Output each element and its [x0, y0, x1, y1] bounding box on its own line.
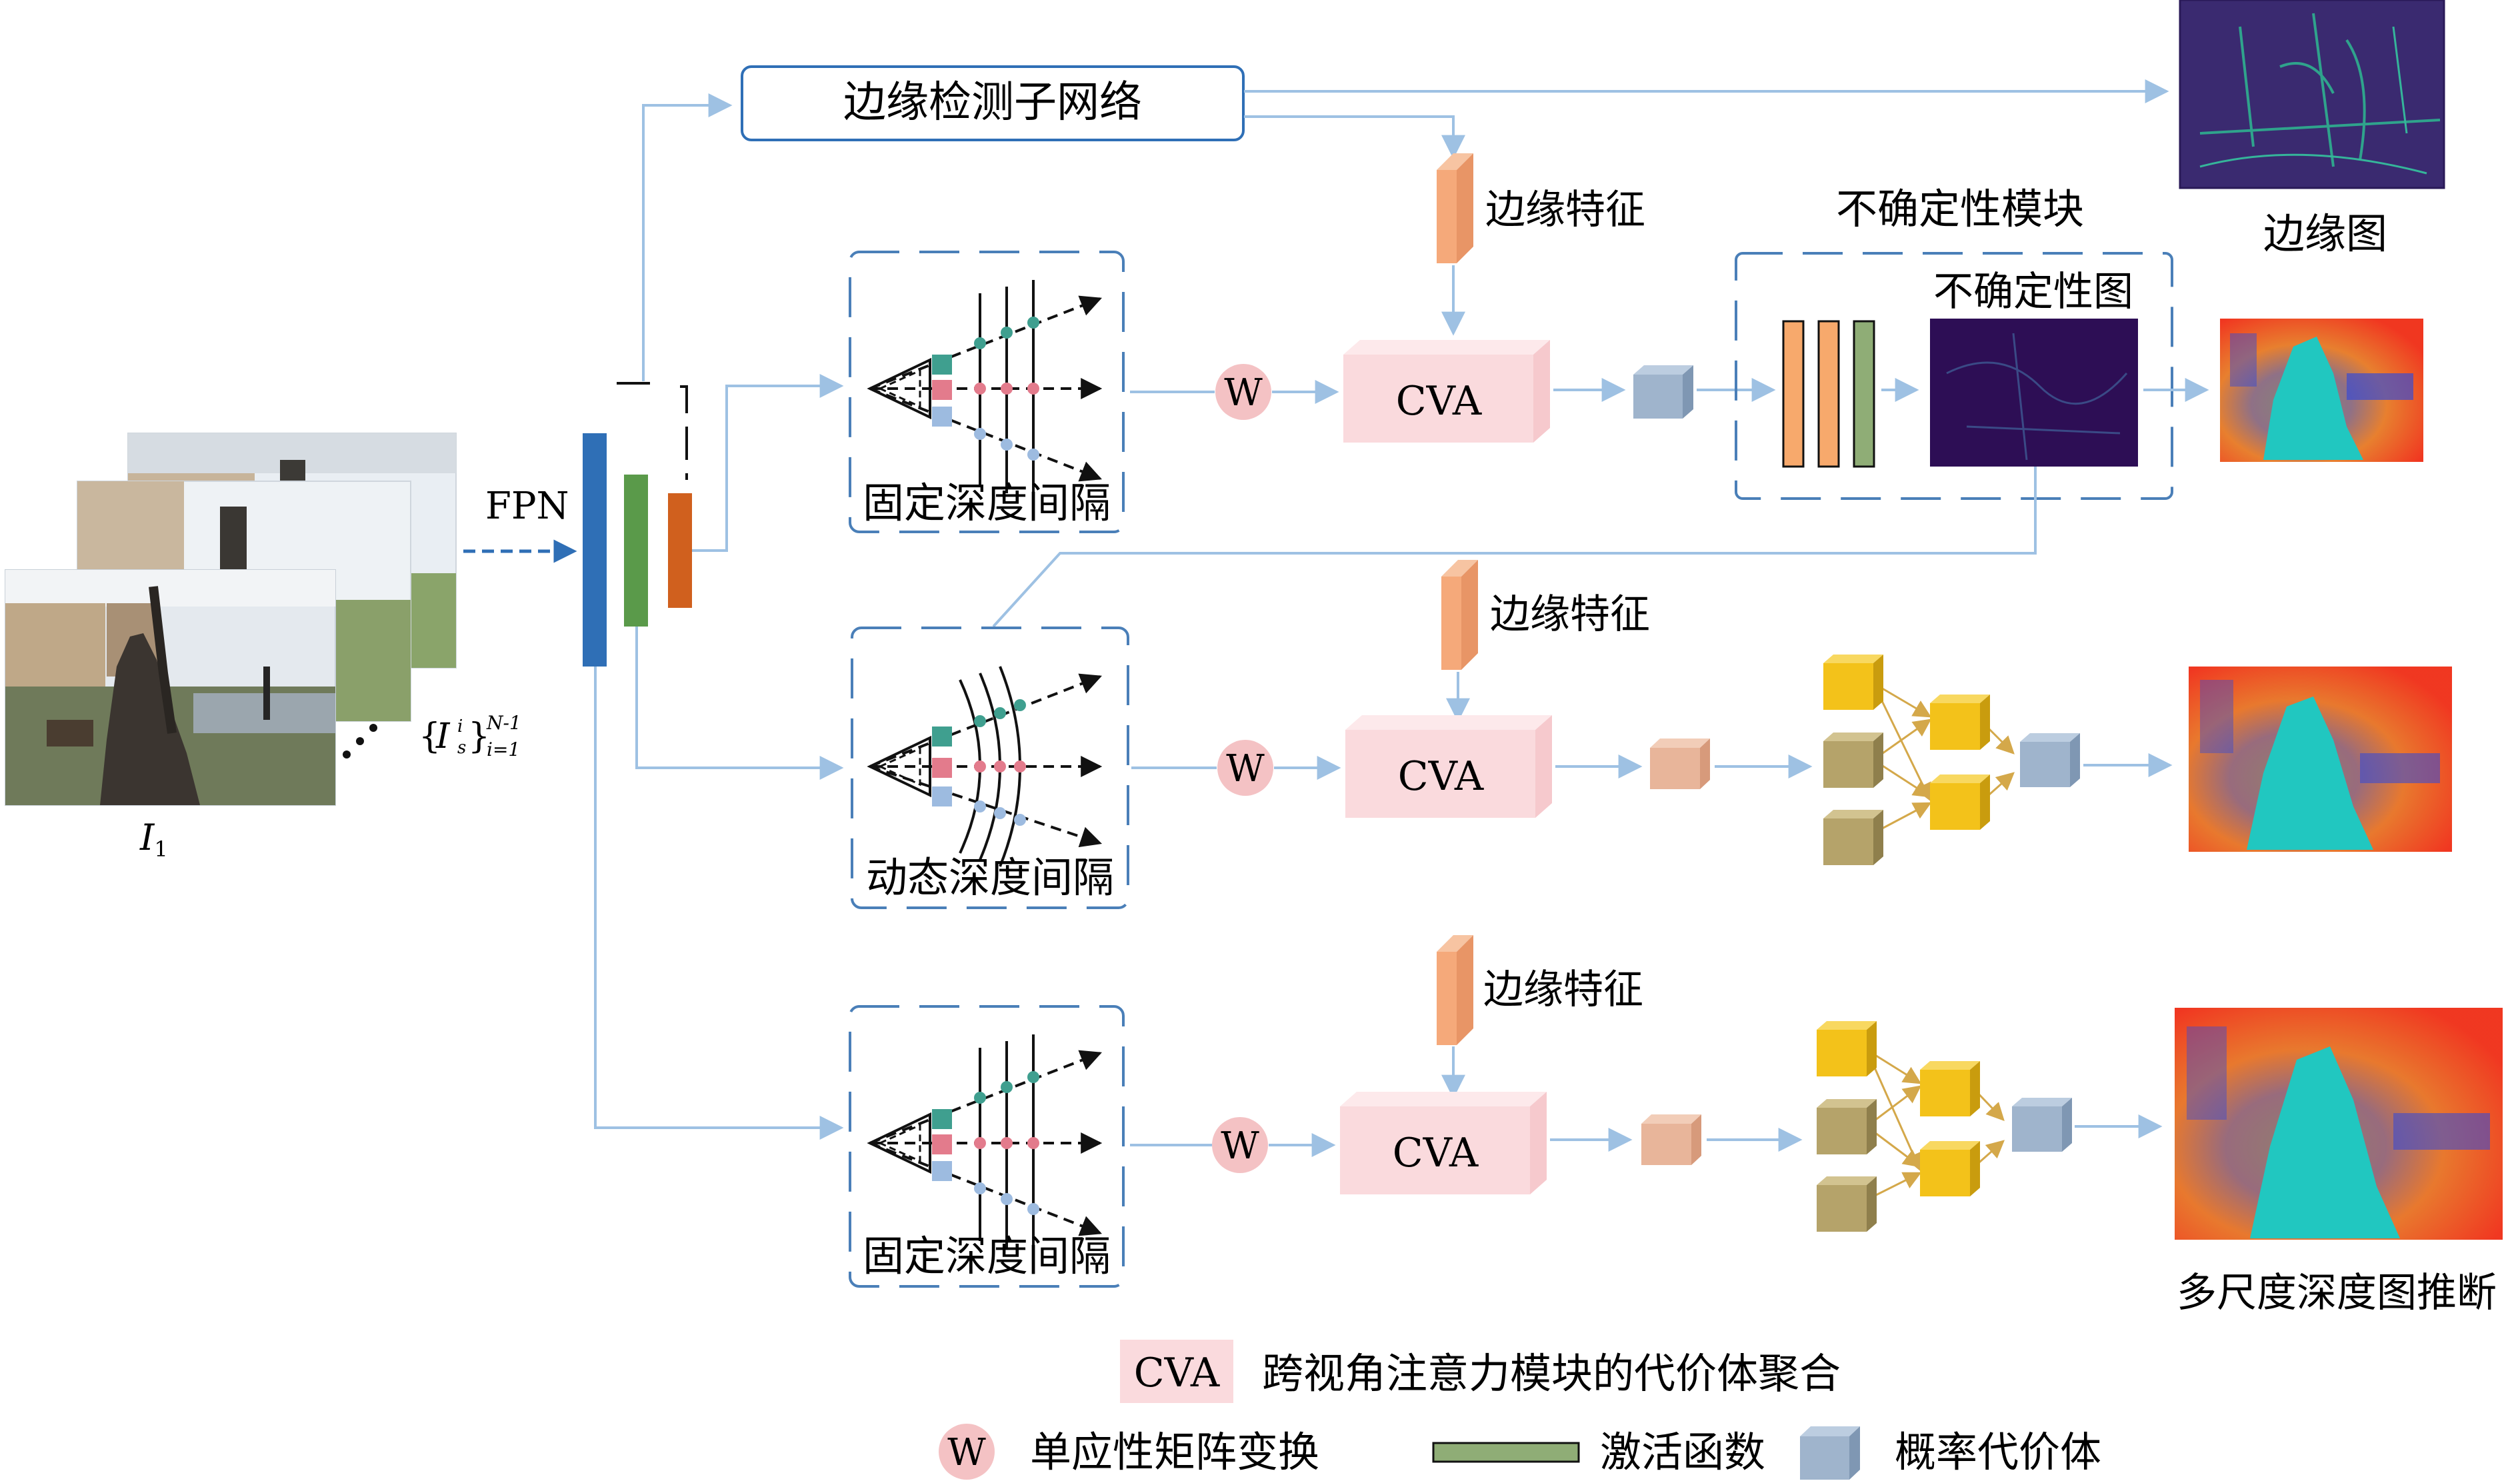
fpn-level-1 [583, 433, 607, 667]
legend-cva-desc: 跨视角注意力模块的代价体聚合 [1262, 1349, 1841, 1398]
cva-label-1: CVA [1396, 378, 1482, 425]
reference-image-label: I1 [139, 816, 168, 862]
cva-block-2 [1345, 715, 1552, 818]
edge-feature-3 [1437, 935, 1473, 1045]
fpn-level-3 [668, 493, 692, 608]
cva-block-1 [1343, 340, 1550, 443]
edge-feature-label-3: 边缘特征 [1483, 966, 1643, 1013]
edge-detection-subnet-label: 边缘检测子网络 [843, 78, 1142, 127]
warp-node-label-2: W [1226, 747, 1265, 790]
svg-text:N-1: N-1 [486, 712, 521, 734]
edge-detection-subnet-box [741, 65, 1245, 141]
input-image-stack: I1 { I i s } N-1 i=1 [5, 433, 521, 862]
warp-node-label-1: W [1224, 371, 1263, 415]
edge-map-label: 边缘图 [2263, 209, 2387, 258]
legend-w-swatch [939, 1424, 995, 1480]
svg-text:i: i [457, 717, 463, 737]
dynamic-depth-interval-box [851, 627, 1129, 909]
regularization-net-3 [1817, 1021, 2072, 1232]
activation-bar-2 [1817, 320, 1840, 468]
fpn-block [583, 382, 692, 667]
svg-text:i=1: i=1 [487, 739, 520, 760]
legend-cva-swatch [1120, 1340, 1233, 1403]
svg-text:{: { [419, 717, 441, 756]
fpn-flow-lines [594, 93, 844, 1140]
probability-volume-1 [1633, 365, 1693, 419]
uncertainty-module-box: 不确定性图 [1735, 252, 2173, 500]
edge-feature-label-2: 边缘特征 [1490, 591, 1650, 638]
legend-prob-desc: 概率代价体 [1895, 1428, 2101, 1476]
uncertainty-map-label: 不确定性图 [1933, 269, 2133, 315]
edge-feature-label-1: 边缘特征 [1485, 187, 1645, 233]
legend-activation-desc: 激活函数 [1600, 1428, 1765, 1476]
activation-bar-1 [1782, 320, 1805, 468]
depth-map-2 [2189, 667, 2452, 852]
fpn-level-2 [624, 475, 648, 627]
legend-w-desc: 单应性矩阵变换 [1030, 1428, 1319, 1476]
regularization-net-2 [1823, 655, 2080, 865]
svg-text:I: I [435, 717, 451, 756]
cva-label-3: CVA [1393, 1130, 1479, 1176]
edge-feature-2 [1441, 560, 1478, 670]
cva-label-2: CVA [1398, 753, 1484, 800]
warp-node-3 [1212, 1117, 1268, 1173]
activation-bar-3 [1853, 320, 1875, 468]
multiscale-depth-label: 多尺度深度图推断 [2177, 1270, 2497, 1316]
edge-net-to-feature-arrow [1244, 115, 1465, 159]
legend: CVA 跨视角注意力模块的代价体聚合 W 单应性矩阵变换 激活函数 概率代价体 [939, 1340, 2101, 1480]
fixed-depth-interval-label-2: 固定深度间隔 [863, 1232, 1111, 1280]
source-images-label: { I i s } N-1 i=1 [419, 712, 521, 760]
reference-image [5, 569, 336, 806]
warp-node-2 [1217, 740, 1273, 796]
uncertainty-to-dynamic-connector [992, 467, 2037, 628]
warp-node-1 [1215, 364, 1271, 420]
legend-w-tag: W [947, 1431, 986, 1474]
depth-map-3 [2175, 1008, 2503, 1240]
fpn-label: FPN [485, 485, 569, 528]
legend-prob-swatch [1800, 1426, 1860, 1480]
svg-text:s: s [457, 738, 466, 758]
depth-map-1 [2220, 319, 2423, 462]
warp-node-label-3: W [1221, 1124, 1259, 1168]
fixed-depth-interval-box-1 [849, 251, 1125, 533]
uncertainty-module-title: 不确定性模块 [1836, 185, 2084, 233]
cost-volume-3 [1641, 1114, 1701, 1165]
fixed-depth-interval-label-1: 固定深度间隔 [863, 479, 1111, 527]
dynamic-depth-interval-label: 动态深度间隔 [866, 853, 1114, 902]
uncertainty-map-image [1930, 319, 2138, 467]
legend-cva-tag: CVA [1134, 1350, 1220, 1396]
svg-text:}: } [468, 717, 490, 756]
edge-feature-1 [1437, 153, 1473, 263]
edge-map-image [2179, 0, 2445, 189]
legend-activation-swatch [1432, 1442, 1580, 1463]
cost-volume-2 [1650, 739, 1710, 789]
fixed-depth-interval-box-2 [849, 1005, 1125, 1288]
cva-block-3 [1340, 1092, 1547, 1194]
ellipsis-dots [343, 724, 377, 758]
